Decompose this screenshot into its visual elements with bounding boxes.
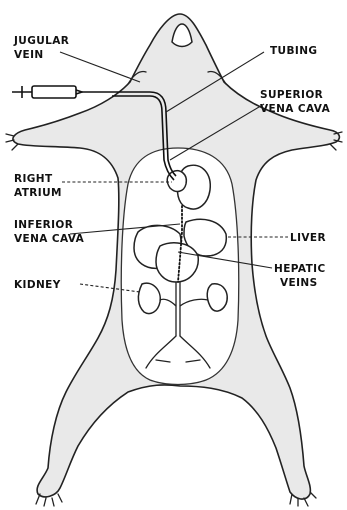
- label-superior-vena-cava-line2: VENA CAVA: [260, 103, 331, 115]
- label-kidney: KIDNEY: [14, 279, 61, 291]
- label-jugular-vein-line1: JUGULAR: [13, 35, 69, 47]
- kidney-left: [138, 283, 160, 313]
- label-right-atrium-line2: ATRIUM: [14, 187, 62, 199]
- label-right-atrium-line1: RIGHT: [14, 173, 53, 185]
- label-tubing: TUBING: [270, 45, 317, 57]
- label-hepatic-veins-line2: VEINS: [280, 277, 318, 289]
- label-hepatic-veins-line1: HEPATIC: [274, 263, 326, 275]
- label-superior-vena-cava-line1: SUPERIOR: [260, 89, 323, 101]
- kidney-right: [207, 284, 227, 311]
- label-liver: LIVER: [290, 232, 326, 244]
- label-inferior-vena-cava-line1: INFERIOR: [14, 219, 73, 231]
- label-inferior-vena-cava-line2: VENA CAVA: [14, 233, 85, 245]
- syringe: [12, 86, 112, 98]
- liver-lobe-center: [156, 243, 198, 282]
- label-jugular-vein-line2: VEIN: [14, 49, 44, 61]
